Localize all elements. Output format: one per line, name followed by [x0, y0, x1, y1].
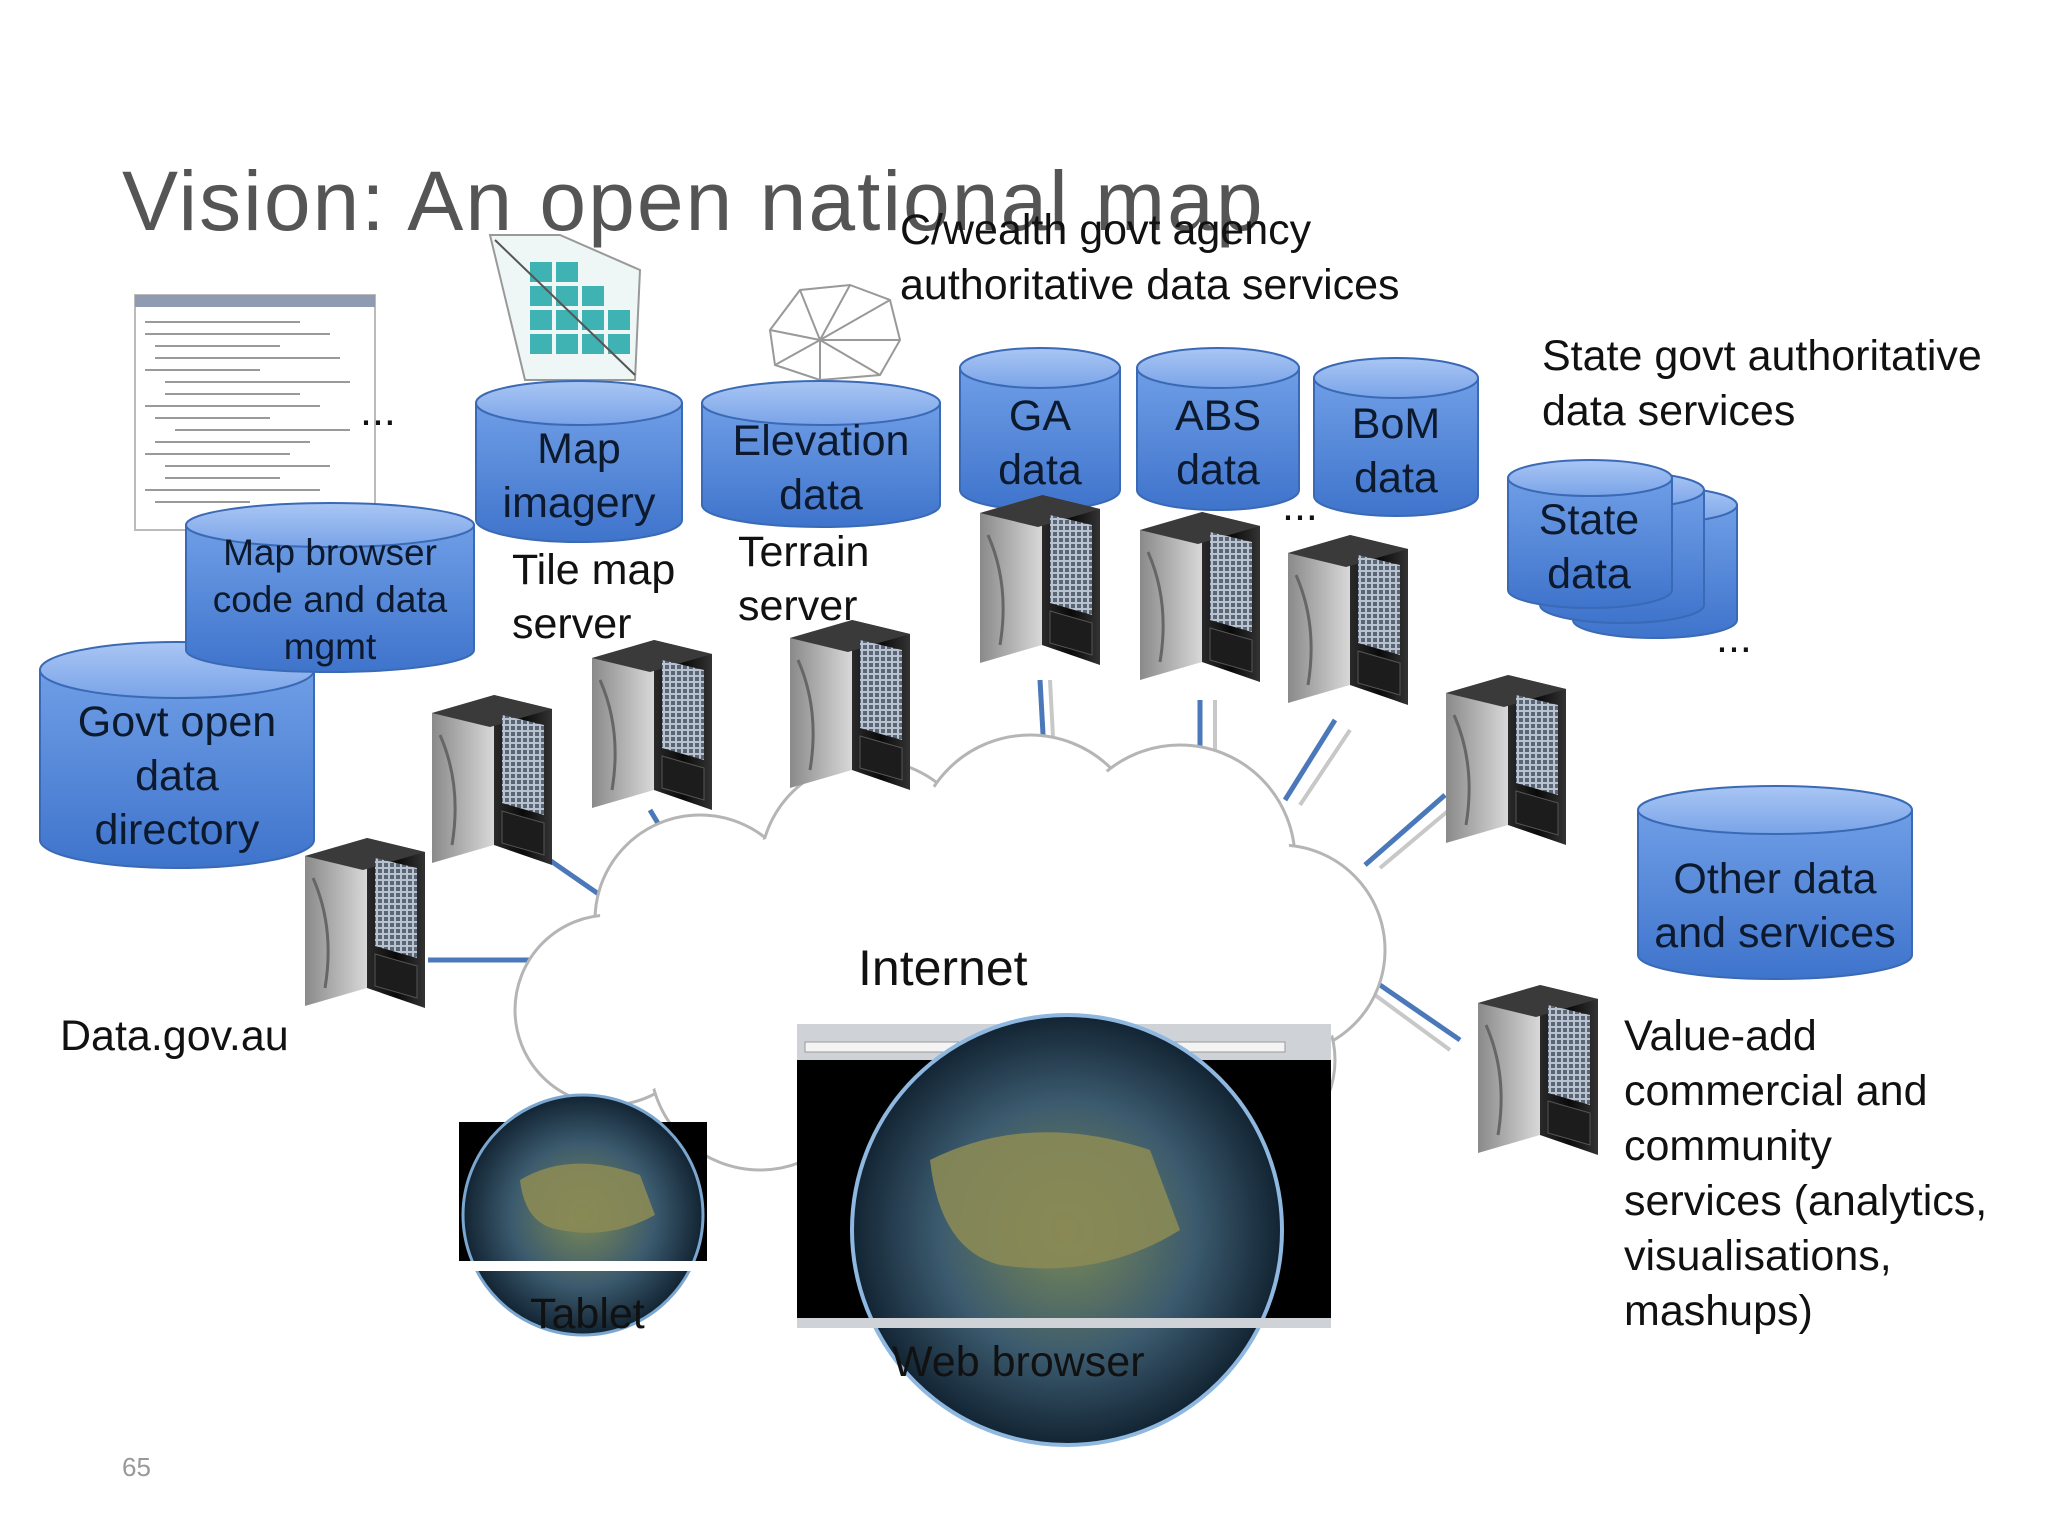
web-browser-window: [797, 1013, 1331, 1447]
svg-text:ABS: ABS: [1175, 392, 1261, 440]
svg-text:and services: and services: [1654, 909, 1895, 957]
svg-text:Govt open: Govt open: [78, 698, 276, 746]
data-gov-label: Data.gov.au: [60, 1012, 289, 1060]
svg-text:mgmt: mgmt: [284, 626, 377, 667]
internet-label: Internet: [858, 940, 1028, 996]
cylinder-ga-data: GA data: [959, 347, 1121, 511]
svg-text:directory: directory: [95, 806, 260, 854]
ellipsis-state: ...: [1716, 614, 1752, 662]
slide-title: Vision: An open national map: [122, 154, 1265, 248]
terrain-server-label-line1: Terrain: [738, 528, 869, 576]
code-screenshot-icon: [134, 294, 376, 531]
cylinder-state-data-stack: State data: [1507, 459, 1738, 639]
svg-text:mashups): mashups): [1624, 1287, 1813, 1335]
svg-text:data: data: [135, 752, 219, 800]
svg-text:Value-add: Value-add: [1624, 1012, 1817, 1060]
tile-server-label-line2: server: [512, 600, 631, 648]
ellipsis-servers: ...: [1282, 482, 1318, 530]
cwealth-label-line2: authoritative data services: [900, 261, 1400, 309]
web-browser-label: Web browser: [892, 1338, 1145, 1386]
cylinder-map-browser: Map browser code and data mgmt: [185, 502, 475, 673]
cylinder-elevation-data: Elevation data: [701, 380, 941, 528]
page-number: 65: [122, 1452, 151, 1482]
server-icon: [1476, 983, 1600, 1157]
svg-text:community: community: [1624, 1122, 1832, 1170]
svg-text:data: data: [998, 446, 1082, 494]
svg-text:GA: GA: [1009, 392, 1071, 440]
server-icon: [788, 618, 912, 792]
ellipsis-code: ...: [360, 387, 396, 435]
state-govt-label-line1: State govt authoritative: [1542, 332, 1982, 380]
server-icon: [590, 638, 714, 812]
cylinder-bom-data: BoM data: [1313, 357, 1479, 517]
svg-text:imagery: imagery: [503, 479, 656, 527]
server-icon: [1286, 533, 1410, 707]
terrain-mesh-icon: [768, 283, 902, 382]
cwealth-label-line1: C/wealth govt agency: [900, 206, 1312, 254]
svg-text:commercial and: commercial and: [1624, 1067, 1928, 1115]
server-icon: [430, 693, 554, 867]
svg-text:services (analytics,: services (analytics,: [1624, 1177, 1987, 1225]
value-add-label: Value-add commercial and community servi…: [1624, 1012, 1987, 1335]
cylinder-govt-open-data: Govt open data directory: [39, 641, 315, 869]
svg-text:data: data: [779, 471, 863, 519]
cylinder-abs-data: ABS data: [1136, 347, 1300, 511]
svg-text:data: data: [1176, 446, 1260, 494]
svg-text:State: State: [1539, 496, 1639, 544]
svg-text:Map: Map: [537, 425, 621, 473]
svg-text:Elevation: Elevation: [733, 417, 910, 465]
svg-text:code and data: code and data: [213, 579, 448, 620]
cylinder-map-imagery: Map imagery: [475, 380, 683, 543]
globe-icon: [520, 1163, 655, 1233]
tile-server-label-line1: Tile map: [512, 546, 675, 594]
svg-text:BoM: BoM: [1352, 400, 1440, 448]
tablet-label: Tablet: [530, 1290, 645, 1338]
tile-grid-icon: [488, 234, 642, 381]
tablet-screen: [459, 1093, 707, 1337]
server-icon: [1138, 510, 1262, 684]
svg-text:Map browser: Map browser: [223, 532, 437, 573]
server-icon: [1444, 673, 1568, 847]
svg-text:Other data: Other data: [1673, 855, 1876, 903]
server-icon: [978, 493, 1102, 667]
svg-text:data: data: [1354, 454, 1438, 502]
svg-text:visualisations,: visualisations,: [1624, 1232, 1892, 1280]
server-icon: [303, 836, 427, 1010]
terrain-server-label-line2: server: [738, 582, 857, 630]
svg-text:data: data: [1547, 550, 1631, 598]
state-govt-label-line2: data services: [1542, 387, 1795, 435]
cylinder-other-data: Other data and services: [1637, 785, 1913, 980]
